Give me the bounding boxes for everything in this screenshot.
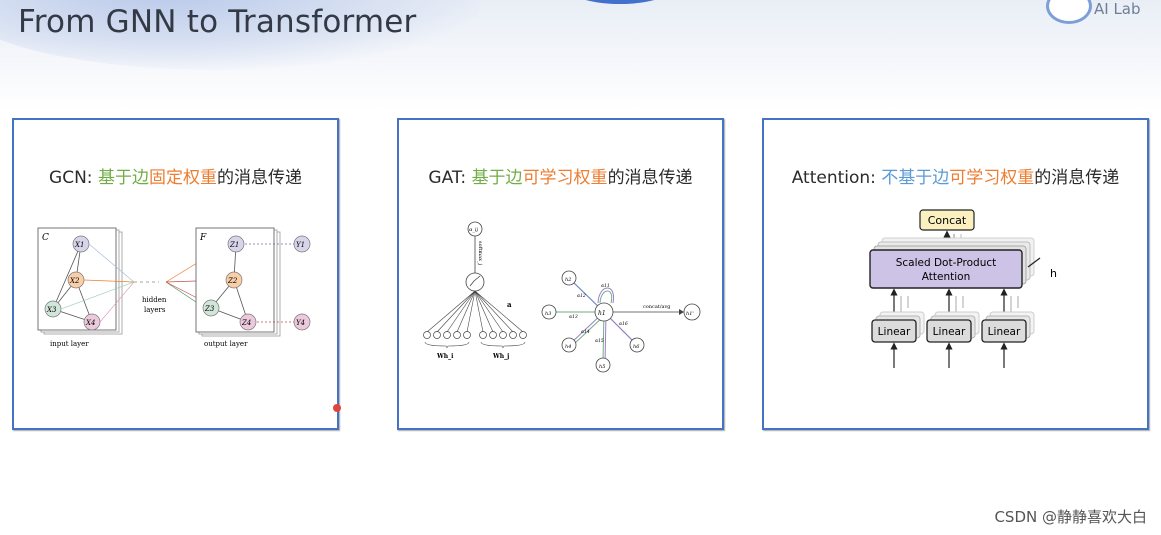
gat-edge-label-11: α11 xyxy=(601,283,610,289)
gat-title-part-3: 可学习权重 xyxy=(522,168,608,188)
gcn-title-part-4: 的消息传递 xyxy=(216,168,302,188)
gat-node-h5-label: h5 xyxy=(599,364,605,370)
gcn-node-y4 xyxy=(293,313,311,331)
gat-panel-title: GAT: 基于边可学习权重的消息传递 xyxy=(399,163,722,188)
linear-label-1: Linear xyxy=(878,326,911,338)
gat-node-h1-label: h1 xyxy=(598,310,606,317)
linear-label-2: Linear xyxy=(933,326,966,338)
gat-node-h2 xyxy=(561,270,577,286)
gcn-hidden-label-2: layers xyxy=(144,306,166,314)
gat-edge-label-12: α12 xyxy=(577,293,586,299)
attention-box-line-2: Attention xyxy=(922,271,970,283)
linear-box-2 xyxy=(926,319,972,343)
heads-label: h xyxy=(1050,267,1057,280)
attention-panel: Attention: 不基于边可学习权重的消息传递 Concat Scaled … xyxy=(762,118,1149,430)
gcn-input-caption: input layer xyxy=(50,340,89,348)
gat-node-h6 xyxy=(629,337,645,353)
gat-node-h3 xyxy=(541,304,557,320)
scaled-dot-product-attention-box xyxy=(869,249,1023,289)
attention-title-part-3: 可学习权重 xyxy=(949,168,1035,188)
gat-edge-label-15: α15 xyxy=(595,338,604,344)
attention-title-part-4: 的消息传递 xyxy=(1034,168,1120,188)
gcn-title-part-1: GCN: xyxy=(49,168,98,188)
gcn-node-x3-label: X3 xyxy=(46,306,57,314)
gat-wh-right: Wh_j xyxy=(492,353,509,360)
gat-edge-label-14: α14 xyxy=(581,329,590,335)
linear-box-1 xyxy=(871,319,917,343)
gat-concat-label: concat/avg xyxy=(643,304,671,310)
gcn-node-z1-label: Z1 xyxy=(229,241,239,249)
cursor-dot xyxy=(333,404,341,412)
gcn-hidden-label-1: hidden xyxy=(142,296,167,304)
gcn-panel-title: GCN: 基于边固定权重的消息传递 xyxy=(14,163,337,188)
gcn-node-x1-label: X1 xyxy=(74,241,84,249)
gat-softmax-label: softmax_j xyxy=(477,241,483,265)
gat-node-h6-label: h6 xyxy=(633,344,640,350)
gcn-node-y4-label: Y4 xyxy=(296,319,305,327)
gat-node-h4 xyxy=(561,337,577,353)
gcn-node-y1 xyxy=(293,235,311,253)
gcn-node-z4-label: Z4 xyxy=(241,319,251,327)
gat-node-output xyxy=(683,303,701,321)
gat-edge-label-16: α16 xyxy=(619,321,628,327)
gcn-diagram: C X1 X2 X3 X4 hidden layers F xyxy=(37,227,311,348)
gat-panel: GAT: 基于边可学习权重的消息传递 α_ij softmax_j a xyxy=(397,118,724,430)
linear-box-3 xyxy=(981,319,1027,343)
gat-activation-node xyxy=(465,272,485,292)
gcn-panel: GCN: 基于边固定权重的消息传递 C X1 X2 X3 X4 hi xyxy=(12,118,339,430)
attention-title-part-2: 不基于边 xyxy=(881,168,950,188)
gat-alpha-label: α_ij xyxy=(469,227,478,233)
gcn-node-x2-label: X2 xyxy=(69,277,80,285)
attention-title-part-1: Attention: xyxy=(791,168,882,188)
gcn-node-z4 xyxy=(239,313,257,331)
gat-diagram: α_ij softmax_j a Wh_i Wh_j xyxy=(423,221,701,373)
concat-label: Concat xyxy=(928,214,967,227)
gcn-node-z1 xyxy=(227,235,245,253)
gcn-node-z2 xyxy=(225,271,243,289)
gat-edge-label-13: α13 xyxy=(569,314,578,320)
attention-diagram: Concat Scaled Dot-Product Attention h Li… xyxy=(869,209,1057,368)
gcn-title-part-3: 固定权重 xyxy=(148,168,217,188)
gcn-node-z3-label: Z3 xyxy=(204,305,215,313)
watermark: CSDN @静静喜欢大白 xyxy=(994,508,1147,526)
gat-node-output-label: h1' xyxy=(686,311,694,317)
attention-panel-title: Attention: 不基于边可学习权重的消息传递 xyxy=(764,163,1147,188)
gat-title-part-4: 的消息传递 xyxy=(607,168,693,188)
gcn-output-caption: output layer xyxy=(204,340,248,348)
header-accent-shape xyxy=(560,0,680,4)
gat-node-h3-label: h3 xyxy=(545,311,551,317)
gat-title-part-2: 基于边 xyxy=(471,168,523,188)
gcn-input-frame-label: C xyxy=(42,233,49,243)
gat-title-part-1: GAT: xyxy=(428,168,472,188)
attention-box-line-1: Scaled Dot-Product xyxy=(896,257,997,269)
gcn-node-x4-label: X4 xyxy=(85,319,95,327)
gcn-node-z2-label: Z2 xyxy=(227,277,238,285)
gat-node-h4-label: h4 xyxy=(565,344,571,350)
concat-box xyxy=(919,209,975,231)
gat-node-h5 xyxy=(595,357,611,373)
linear-label-3: Linear xyxy=(988,326,1021,338)
gat-a-label: a xyxy=(507,300,512,309)
gat-wh-left: Wh_i xyxy=(436,353,454,360)
lab-logo-text: AI Lab xyxy=(1094,0,1141,18)
gcn-title-part-2: 基于边 xyxy=(97,168,149,188)
gcn-node-z3 xyxy=(202,299,220,317)
gat-node-h2-label: h2 xyxy=(565,277,571,283)
slide-title: From GNN to Transformer xyxy=(18,4,417,40)
gcn-node-y1-label: Y1 xyxy=(296,241,305,249)
gcn-output-frame-label: F xyxy=(199,233,207,243)
